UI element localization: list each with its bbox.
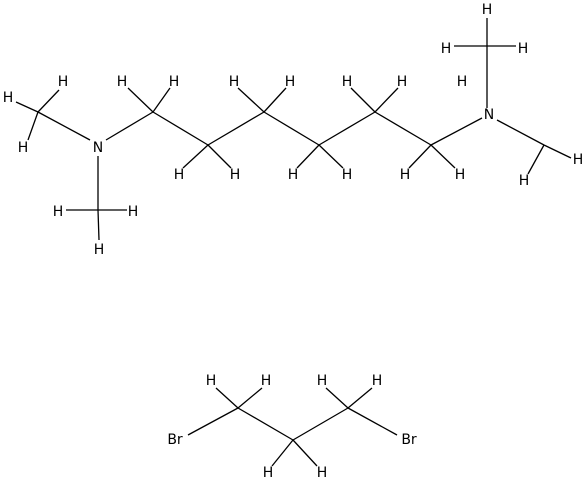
bond-line — [27, 111, 39, 141]
hydrogen-atom: H — [263, 465, 274, 480]
bond-line — [37, 111, 91, 141]
bond-line — [296, 144, 320, 169]
hydrogen-atom: H — [174, 167, 185, 183]
bond-line — [15, 101, 39, 113]
hydrogen-atom: H — [400, 167, 411, 183]
bond-line — [374, 111, 432, 146]
bond-line — [292, 439, 318, 467]
hydrogen-atom: H — [288, 167, 299, 183]
hydrogen-atom: H — [457, 74, 468, 90]
bond-line — [430, 144, 456, 169]
bond-line — [215, 387, 239, 409]
bromine-atom: Br — [167, 432, 183, 448]
bond-line — [152, 87, 171, 113]
hydrogen-atom: H — [372, 373, 383, 389]
hydrogen-atom: H — [455, 167, 466, 183]
hydrogen-atom: H — [18, 140, 29, 156]
bond-line — [105, 111, 154, 141]
bond-line — [292, 407, 349, 441]
bond-line — [408, 144, 432, 169]
hydrogen-atom: H — [519, 173, 530, 189]
bond-line — [237, 387, 263, 409]
hydrogen-atom: H — [342, 74, 353, 90]
bond-line — [347, 387, 373, 409]
hydrogen-atom: H — [285, 74, 296, 90]
bond-line — [207, 111, 265, 146]
nitrogen-atom: N — [93, 140, 103, 156]
bond-line — [350, 87, 376, 113]
hydrogen-atom: H — [94, 242, 105, 258]
bond-line — [97, 209, 100, 241]
bond-line — [318, 144, 344, 169]
bond-line — [182, 144, 209, 169]
bond-line — [374, 87, 399, 113]
hydrogen-atom: H — [441, 41, 452, 57]
hydrogen-atom: H — [518, 41, 529, 57]
hydrogen-atom: H — [397, 74, 408, 90]
hydrogen-atom: H — [169, 74, 180, 90]
bond-line — [325, 387, 349, 409]
bond-line — [127, 87, 154, 113]
molecule-tetramethylhexanediamine: H H H N H H H H H H H H H H H H H H H H N H H H H H — [3, 2, 584, 258]
bond-line — [237, 87, 265, 113]
bond-layer — [15, 18, 572, 467]
hydrogen-atom: H — [206, 373, 217, 389]
hydrogen-atom: H — [229, 74, 240, 90]
nitrogen-atom: N — [484, 107, 494, 123]
bond-line — [271, 439, 294, 467]
bond-line — [347, 407, 398, 436]
bond-line — [207, 144, 232, 169]
hydrogen-atom: H — [53, 204, 64, 220]
bond-line — [496, 119, 545, 146]
hydrogen-atom: H — [342, 167, 353, 183]
hydrogen-atom: H — [117, 74, 128, 90]
bond-line — [152, 111, 209, 146]
bond-line — [318, 111, 376, 146]
hydrogen-atom: H — [482, 2, 493, 18]
bond-line — [543, 144, 572, 159]
hydrogen-atom: H — [58, 74, 69, 90]
hydrogen-atom: H — [261, 373, 272, 389]
hydrogen-atom: H — [3, 90, 14, 106]
hydrogen-atom: H — [230, 167, 241, 183]
bond-line — [263, 87, 287, 113]
bond-line — [263, 111, 320, 146]
hydrogen-atom: H — [317, 373, 328, 389]
bond-line — [430, 117, 483, 146]
bond-line — [187, 407, 239, 436]
bond-line — [37, 89, 60, 113]
hydrogen-atom: H — [128, 204, 139, 220]
hydrogen-atom: H — [317, 465, 328, 480]
bond-line — [237, 407, 294, 441]
bond-line — [527, 144, 545, 175]
hydrogen-atom: H — [573, 152, 584, 168]
bromine-atom: Br — [401, 432, 417, 448]
